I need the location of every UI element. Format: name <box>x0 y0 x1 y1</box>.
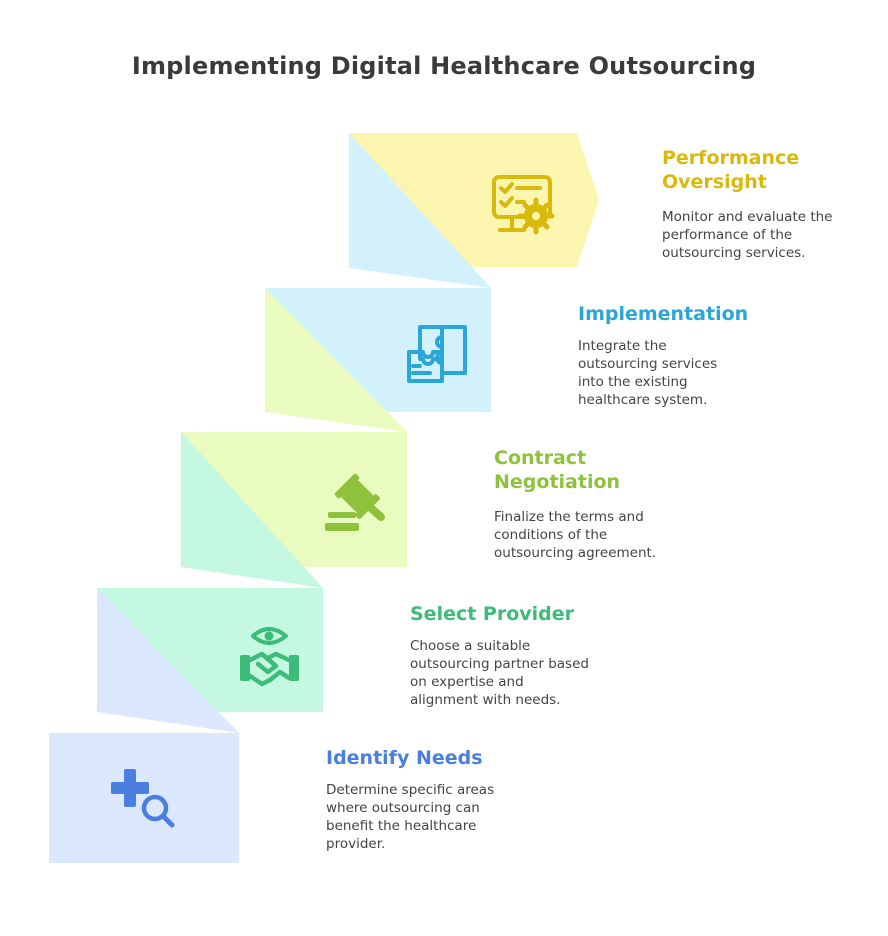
step-1-description: Determine specific areas where outsourci… <box>326 782 495 852</box>
medical-search-icon <box>111 769 175 828</box>
step-5-fold <box>349 133 491 288</box>
step-5-description: Monitor and evaluate the performance of … <box>662 209 833 261</box>
puzzle-icon <box>407 325 467 383</box>
step-4-heading: Implementation <box>578 303 749 325</box>
step-3-description: Finalize the terms and conditions of the… <box>494 509 657 561</box>
step-1-heading: Identify Needs <box>326 747 483 769</box>
diagram-title: Implementing Digital Healthcare Outsourc… <box>131 52 757 80</box>
step-4-description: Integrate the outsourcing services into … <box>578 338 718 408</box>
gavel-icon <box>325 473 385 531</box>
handshake-eye-icon <box>240 627 299 687</box>
step-3-fold <box>181 432 323 588</box>
step-5-heading: Performance Oversight <box>662 147 800 193</box>
step-4-fold <box>265 288 407 432</box>
monitor-settings-icon <box>492 175 555 235</box>
step-3-heading: Contract Negotiation <box>494 447 621 493</box>
step-2-description: Choose a suitable outsourcing partner ba… <box>410 638 589 708</box>
step-2-fold <box>97 588 239 733</box>
step-2-heading: Select Provider <box>410 603 575 625</box>
